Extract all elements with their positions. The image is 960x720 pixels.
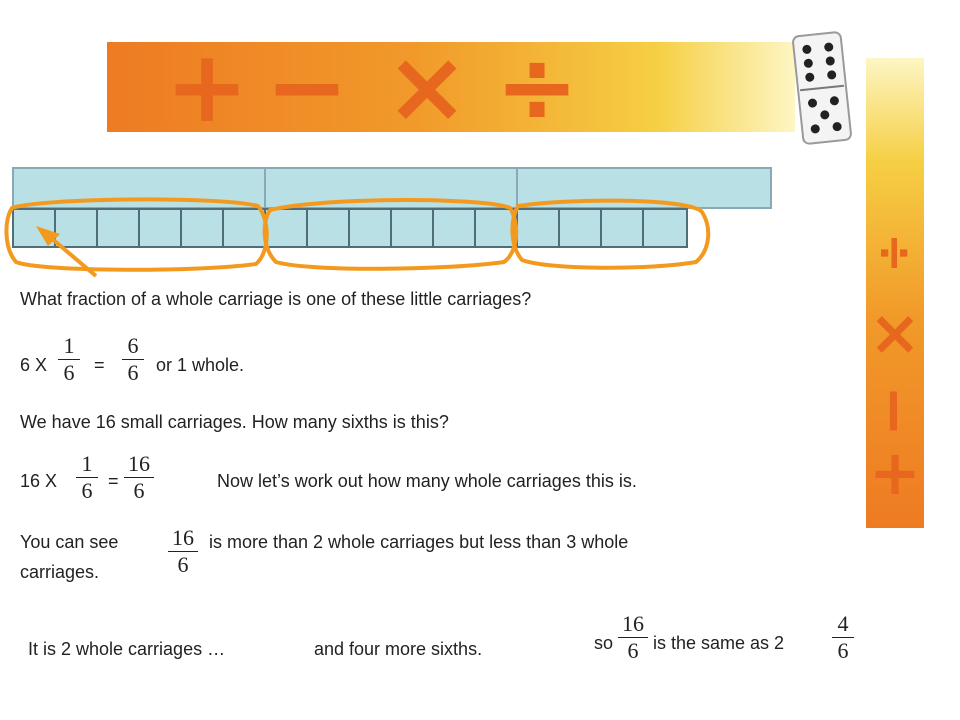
times-symbol: × bbox=[385, 28, 469, 145]
see-start: You can see bbox=[20, 532, 119, 552]
eq2-left: 16 X bbox=[20, 471, 58, 491]
side-divide-symbol: ÷ bbox=[867, 232, 923, 274]
pointer-arrow-head bbox=[36, 226, 60, 246]
small-carriage bbox=[600, 208, 644, 248]
eq2-frac1-num: 1 bbox=[81, 451, 93, 476]
eq1-frac2-den: 6 bbox=[127, 360, 139, 385]
small-carriage bbox=[642, 208, 688, 248]
whole-carriages-text: It is 2 whole carriages … bbox=[28, 639, 226, 659]
see-frac-num: 16 bbox=[172, 525, 194, 550]
question-text: What fraction of a whole carriage is one… bbox=[20, 289, 532, 309]
group-ring-2 bbox=[262, 198, 519, 271]
operations-banner: + − × ÷ bbox=[107, 32, 795, 142]
sixteen-text: We have 16 small carriages. How many six… bbox=[20, 412, 449, 432]
so-mid: is the same as 2 bbox=[653, 633, 785, 653]
minus-symbol: − bbox=[265, 28, 349, 145]
see-frac-den: 6 bbox=[177, 552, 189, 577]
small-carriage bbox=[432, 208, 476, 248]
side-plus-symbol: + bbox=[869, 436, 921, 509]
eq2-tail: Now let’s work out how many whole carria… bbox=[217, 471, 637, 491]
plus-symbol: + bbox=[165, 28, 249, 145]
eq1-frac1-num: 1 bbox=[63, 333, 75, 358]
so-frac-den: 6 bbox=[627, 638, 639, 663]
so-fraction: 16 6 bbox=[618, 612, 648, 663]
so-fraction-2: 4 6 bbox=[832, 612, 854, 663]
divide-symbol: ÷ bbox=[495, 28, 579, 145]
eq1-frac2-num: 6 bbox=[127, 333, 139, 358]
four-sixths-text: and four more sixths. bbox=[314, 639, 483, 659]
so-frac2-den: 6 bbox=[837, 638, 849, 663]
eq2-frac1-den: 6 bbox=[81, 478, 93, 503]
eq1-fraction-2: 6 6 bbox=[122, 334, 144, 385]
side-minus-symbol: − bbox=[859, 385, 932, 437]
side-operations-banner: ÷ × − + bbox=[859, 58, 932, 528]
side-times-symbol: × bbox=[869, 296, 921, 369]
eq1-equals: = bbox=[94, 355, 105, 375]
so-start: so bbox=[594, 633, 614, 653]
see-end: is more than 2 whole carriages but less … bbox=[209, 532, 629, 552]
group-rings bbox=[4, 197, 711, 278]
eq2-frac2-num: 16 bbox=[128, 451, 150, 476]
see-fraction: 16 6 bbox=[168, 526, 198, 577]
group-ring-3 bbox=[510, 198, 711, 270]
eq2-fraction-2: 16 6 bbox=[124, 452, 154, 503]
eq2-fraction-1: 1 6 bbox=[76, 452, 98, 503]
eq2-frac2-den: 6 bbox=[133, 478, 145, 503]
so-frac-num: 16 bbox=[622, 611, 644, 636]
eq1-left: 6 X bbox=[20, 355, 48, 375]
small-carriage bbox=[348, 208, 392, 248]
eq2-equals: = bbox=[108, 471, 119, 491]
eq1-tail: or 1 whole. bbox=[156, 355, 245, 375]
so-frac2-num: 4 bbox=[837, 611, 849, 636]
eq1-fraction-1: 1 6 bbox=[58, 334, 80, 385]
see-continued: carriages. bbox=[20, 562, 100, 582]
eq1-frac1-den: 6 bbox=[63, 360, 75, 385]
domino-icon bbox=[792, 31, 852, 145]
group-ring-1 bbox=[4, 197, 269, 272]
